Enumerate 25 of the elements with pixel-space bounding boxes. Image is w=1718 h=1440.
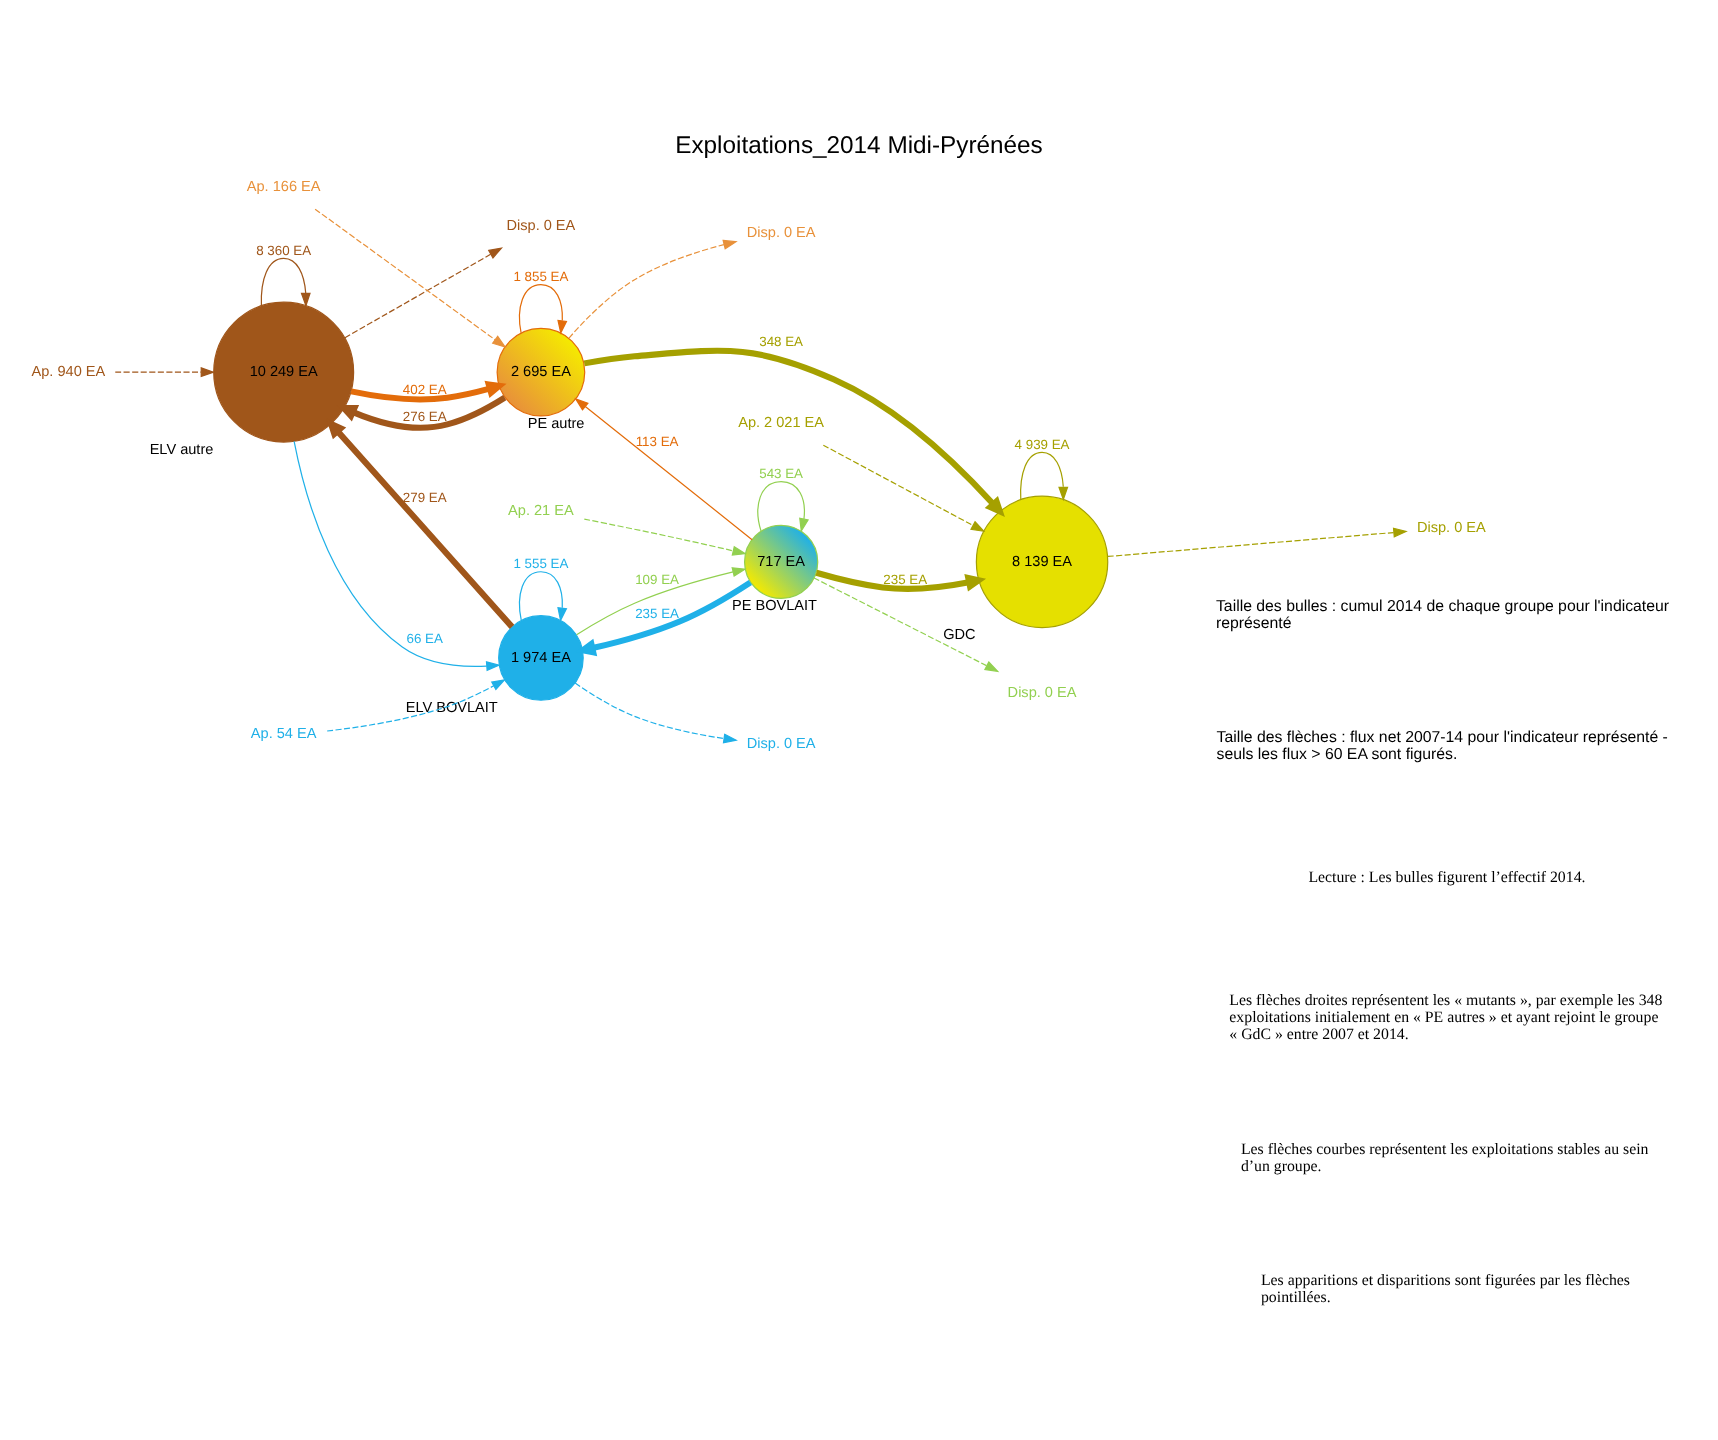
arrow: [260, 257, 311, 308]
arrow: [314, 208, 507, 349]
arrow: [568, 239, 738, 339]
arrow: [575, 579, 752, 657]
arrow: [757, 480, 810, 533]
arrow: [574, 682, 738, 744]
arrow: [326, 679, 507, 732]
arrow: [293, 440, 501, 672]
arrow: [574, 397, 753, 541]
arrow: [518, 571, 568, 623]
arrow: [336, 395, 507, 431]
arrow: [822, 444, 986, 533]
arrow: [518, 283, 568, 335]
arrow: [813, 577, 1000, 673]
arrow: [583, 347, 1005, 518]
arrow: [350, 380, 507, 403]
arrow: [815, 569, 987, 592]
arrow: [583, 518, 747, 556]
arrow: [575, 567, 747, 636]
arrow: [326, 418, 515, 629]
arrow: [344, 247, 503, 339]
arrow: [1107, 527, 1408, 558]
arrow: [1020, 451, 1069, 502]
diagram-title: Exploitations_2014 Midi-Pyrénées: [675, 131, 1043, 160]
arrow: [114, 367, 216, 378]
